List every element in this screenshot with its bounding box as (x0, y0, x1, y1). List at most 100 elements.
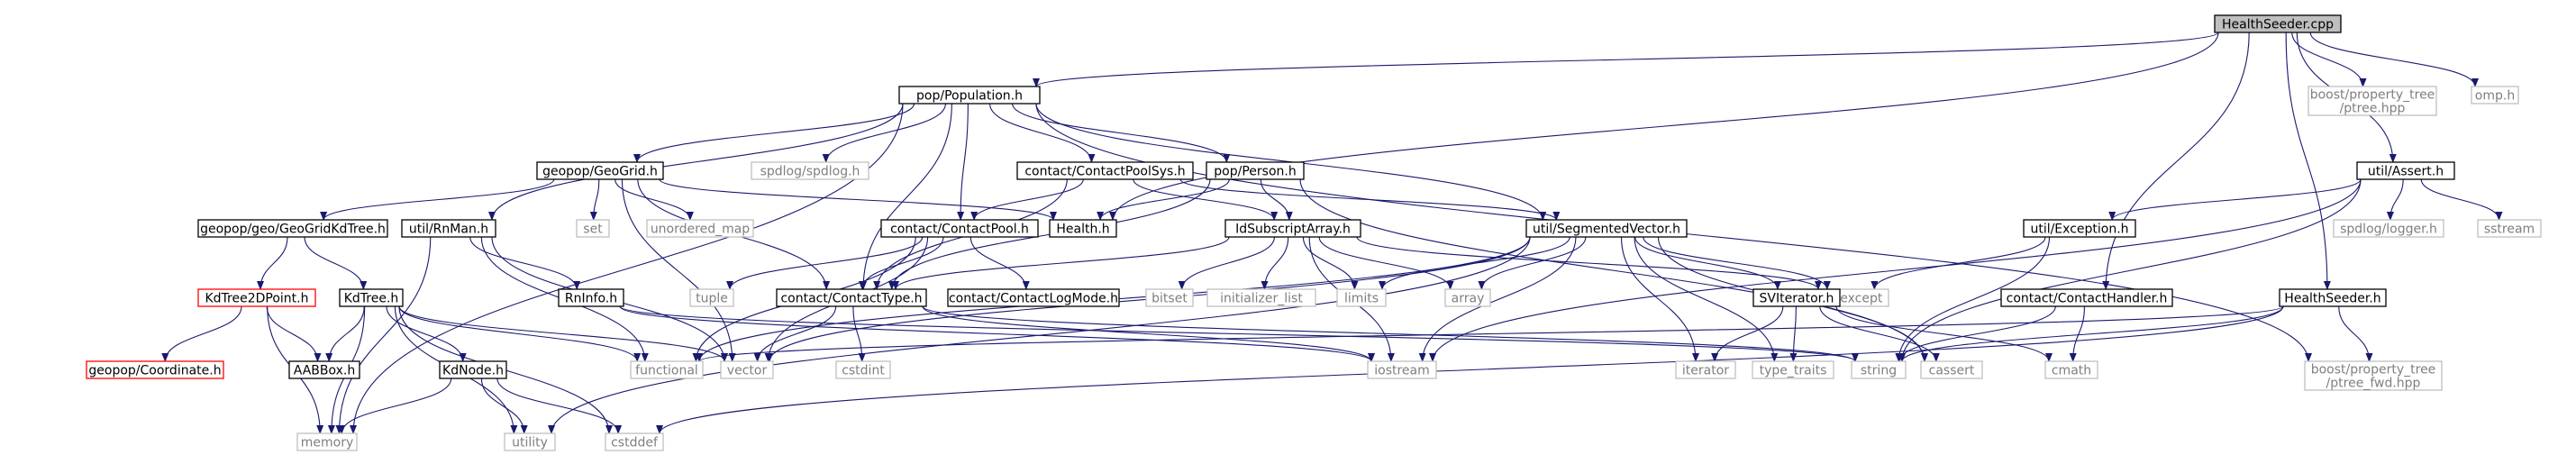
node-label: SVIterator.h (1760, 292, 1834, 306)
include-edge-contacthandler_h-to-cmath (2069, 305, 2085, 362)
node-boost-ptree-hpp: boost/property_tree/ptree.hpp (2307, 86, 2437, 116)
include-edge-util_exception_h-to-stdexcept (1871, 236, 2046, 290)
node-box (646, 219, 754, 238)
include-edge-healthseeder_h-to-string (1898, 305, 2284, 362)
node-root[interactable]: HealthSeeder.cpp (2214, 14, 2342, 33)
include-edge-util_assert_h-to-iostream (1429, 178, 2362, 362)
include-edge-healthseeder_h-to-boost_ptree_fwd_hpp (2338, 305, 2373, 362)
node-health-h[interactable]: Health.h (1049, 219, 1117, 238)
include-edge-util_assert_h-to-spdlog_logger_h (2386, 178, 2404, 221)
node-label: geopop/Coordinate.h (88, 364, 221, 378)
include-edge-util_exception_h-to-string (1895, 236, 2051, 362)
node-label: utility (512, 436, 548, 450)
node-label: spdlog/logger.h (2340, 223, 2437, 237)
include-edge-contactpool_h-to-contacttype_h (859, 236, 944, 290)
node-box (1206, 288, 1316, 307)
node-util-rnman-h[interactable]: util/RnMan.h (401, 219, 496, 238)
include-edge-pop_population_h-to-contactpool_h (957, 103, 969, 221)
node-coordinate-h: geopop/Coordinate.h (86, 360, 224, 379)
include-edge-person_h-to-health_h (1097, 178, 1230, 221)
include-edge-geogridkdtree_h-to-kdtree2dpoint_h (257, 236, 288, 290)
node-box (439, 360, 507, 379)
include-edge-root-to-boost_ptree_hpp (2291, 32, 2367, 87)
node-label: geopop/geo/GeoGridKdTree.h (200, 223, 386, 237)
node-label: tuple (696, 292, 728, 306)
node-label: limits (1344, 292, 1379, 306)
include-edge-segmentedvector_h-to-iterator (1620, 236, 1699, 362)
node-label: util/SegmentedVector.h (1533, 223, 1680, 237)
node-box (2044, 360, 2098, 379)
node-box (1224, 219, 1361, 238)
node-contacttype-h[interactable]: contact/ContactType.h (776, 288, 927, 307)
node-box (1444, 288, 1491, 307)
node-rninfo-h[interactable]: RnInfo.h (558, 288, 624, 307)
include-edge-pop_population_h-to-contactpoolsys_h (989, 103, 1096, 163)
node-healthseeder-h[interactable]: HealthSeeder.h (2279, 288, 2387, 307)
node-box (504, 432, 556, 451)
include-edge-svlterator_h-to-cmath (1835, 305, 2053, 362)
node-tuple: tuple (689, 288, 734, 307)
node-label: contact/ContactHandler.h (2007, 292, 2168, 306)
node-pop-population-h[interactable]: pop/Population.h (898, 86, 1041, 105)
include-edge-pop_population_h-to-person_h (1012, 103, 1231, 163)
node-idsubscriptarray-h[interactable]: IdSubscriptArray.h (1224, 219, 1361, 238)
node-functional: functional (630, 360, 704, 379)
node-label: Health.h (1056, 223, 1109, 237)
node-label: string (1861, 364, 1897, 378)
node-label: /ptree.hpp (2340, 102, 2406, 116)
node-boost-ptree-fwd-hpp: boost/property_tree/ptree_fwd.hpp (2304, 360, 2443, 391)
node-label: vector (727, 364, 768, 378)
node-label: cstddef (611, 436, 659, 450)
node-label: KdTree2DPoint.h (205, 292, 308, 306)
node-box (2279, 288, 2387, 307)
node-label: pop/Person.h (1214, 165, 1296, 179)
node-label: iostream (1374, 364, 1430, 378)
node-label: cstdint (842, 364, 885, 378)
include-edge-idsubscriptarray_h-to-bitset (1178, 236, 1275, 290)
node-box (1851, 360, 1907, 379)
node-util-exception-h[interactable]: util/Exception.h (2023, 219, 2136, 238)
include-edge-svlterator_h-to-iterator (1711, 305, 1784, 362)
include-edge-rninfo_h-to-iostream (619, 305, 1375, 362)
include-edge-root-to-omp_h (2309, 32, 2479, 87)
node-array: array (1444, 288, 1491, 307)
node-label: initializer_list (1220, 292, 1303, 306)
node-box (296, 432, 358, 451)
include-edge-contacttype_h-to-iostream (922, 305, 1375, 362)
include-edge-healthseeder_h-to-cstddef (656, 305, 2284, 434)
node-kdtree-h[interactable]: KdTree.h (339, 288, 404, 307)
include-edge-root-to-pop_population_h (1033, 32, 2219, 87)
node-label: contact/ContactPool.h (890, 223, 1029, 237)
node-segmentedvector-h[interactable]: util/SegmentedVector.h (1525, 219, 1688, 238)
include-edge-contactpoolsys_h-to-contactpool_h (970, 178, 1084, 221)
node-kdnode-h[interactable]: KdNode.h (439, 360, 507, 379)
node-geogrid-h[interactable]: geopop/GeoGrid.h (536, 161, 664, 180)
node-label: HealthSeeder.cpp (2222, 18, 2334, 32)
node-box (689, 288, 734, 307)
node-person-h[interactable]: pop/Person.h (1206, 161, 1305, 180)
include-edge-util_rnman_h-to-memory (335, 236, 432, 434)
node-geogridkdtree-h[interactable]: geopop/geo/GeoGridKdTree.h (197, 219, 388, 238)
node-cassert: cassert (1920, 360, 1983, 379)
include-edge-contacthandler_h-to-string (1896, 305, 2056, 362)
node-label: pop/Population.h (916, 89, 1023, 104)
node-contacthandler-h[interactable]: contact/ContactHandler.h (2000, 288, 2173, 307)
node-label: functional (635, 364, 698, 378)
node-box (1206, 161, 1305, 180)
include-edge-geogrid_h-to-set (589, 178, 600, 221)
include-edge-util_assert_h-to-util_exception_h (2108, 178, 2362, 221)
node-box (558, 288, 624, 307)
node-aabbox-h[interactable]: AABBox.h (288, 360, 360, 379)
node-label: unordered_map (651, 223, 750, 237)
node-contactpool-h[interactable]: contact/ContactPool.h (880, 219, 1039, 238)
node-label: spdlog/spdlog.h (760, 165, 860, 179)
node-spdlog-h: spdlog/spdlog.h (751, 161, 869, 180)
node-contactlogmode-h[interactable]: contact/ContactLogMode.h (947, 288, 1120, 307)
node-util-assert-h[interactable]: util/Assert.h (2356, 161, 2455, 180)
node-svlterator-h[interactable]: SVIterator.h (1752, 288, 1841, 307)
include-edge-util_rnman_h-to-rninfo_h (469, 236, 581, 290)
node-box (288, 360, 360, 379)
node-label: /ptree_fwd.hpp (2326, 377, 2421, 391)
node-contactpoolsys-h[interactable]: contact/ContactPoolSys.h (1016, 161, 1194, 180)
node-label: util/Exception.h (2030, 223, 2128, 237)
